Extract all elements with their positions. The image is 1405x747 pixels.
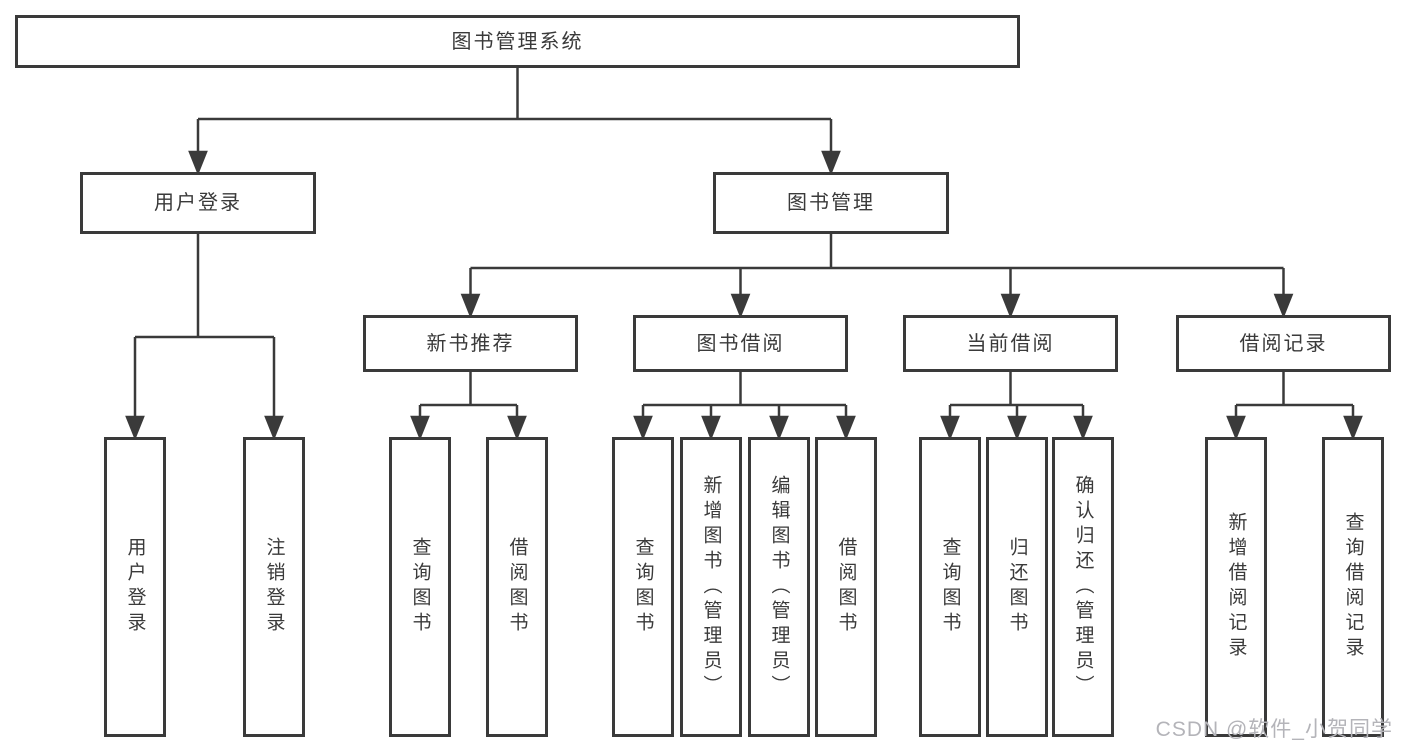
node-label: 用户登录	[124, 537, 146, 637]
leaf-add-borrow-record: 新增借阅记录	[1205, 437, 1267, 737]
leaf-return-books: 归还图书	[986, 437, 1048, 737]
node-book-borrowing: 图书借阅	[633, 315, 848, 372]
node-label: 归还图书	[1006, 537, 1028, 637]
leaf-add-books-admin: 新增图书（管理员）	[680, 437, 742, 737]
node-label: 图书管理系统	[451, 30, 584, 53]
node-new-book-recommendation: 新书推荐	[363, 315, 578, 372]
node-label: 查询图书	[409, 537, 431, 637]
leaf-edit-books-admin: 编辑图书（管理员）	[748, 437, 810, 737]
node-label: 查询图书	[632, 537, 654, 637]
node-label: 注销登录	[263, 537, 285, 637]
watermark: CSDN @软件_小贺同学	[1155, 718, 1393, 741]
node-label: 图书管理	[787, 192, 875, 214]
leaf-confirm-return-admin: 确认归还（管理员）	[1052, 437, 1114, 737]
node-library-management-system: 图书管理系统	[15, 15, 1020, 68]
node-label: 新增借阅记录	[1225, 512, 1247, 662]
leaf-query-books-borrowing: 查询图书	[612, 437, 674, 737]
node-label: 当前借阅	[966, 332, 1055, 355]
node-label: 确认归还（管理员）	[1072, 474, 1094, 700]
node-book-management: 图书管理	[713, 172, 949, 234]
leaf-borrow-books-recommend: 借阅图书	[486, 437, 548, 737]
node-borrowing-records: 借阅记录	[1176, 315, 1391, 372]
node-user-login: 用户登录	[80, 172, 316, 234]
node-label: 新书推荐	[426, 332, 515, 355]
node-label: 查询图书	[939, 537, 961, 637]
leaf-query-books-current: 查询图书	[919, 437, 981, 737]
node-label: 用户登录	[154, 192, 242, 214]
leaf-user-login: 用户登录	[104, 437, 166, 737]
leaf-borrow-books: 借阅图书	[815, 437, 877, 737]
node-label: 编辑图书（管理员）	[768, 474, 790, 700]
node-label: 借阅图书	[506, 537, 528, 637]
leaf-query-borrow-record: 查询借阅记录	[1322, 437, 1384, 737]
node-label: 借阅图书	[835, 537, 857, 637]
node-label: 新增图书（管理员）	[700, 474, 722, 700]
node-label: 查询借阅记录	[1342, 512, 1364, 662]
leaf-query-books-recommend: 查询图书	[389, 437, 451, 737]
node-label: 借阅记录	[1239, 332, 1328, 355]
node-current-borrowing: 当前借阅	[903, 315, 1118, 372]
leaf-logout: 注销登录	[243, 437, 305, 737]
node-label: 图书借阅	[696, 332, 785, 355]
